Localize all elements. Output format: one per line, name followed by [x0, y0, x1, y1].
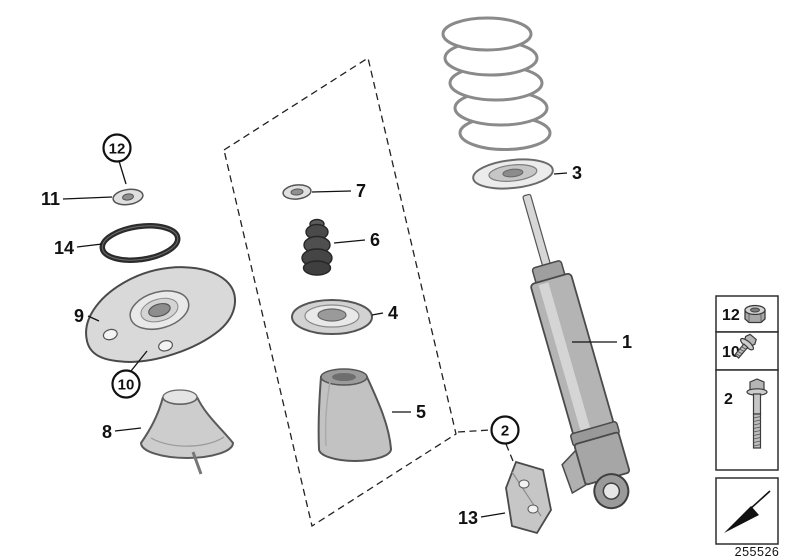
washer-middle — [282, 184, 312, 200]
legend-row-flange-bolt[interactable]: 10 — [715, 331, 779, 371]
callout-11[interactable]: 11 — [41, 189, 60, 209]
callout-3[interactable]: 3 — [572, 163, 582, 183]
lock-nut-icon — [744, 304, 766, 324]
callout-12-label: 12 — [109, 141, 126, 158]
assembly-boundary — [223, 56, 514, 528]
callout-2-label: 2 — [501, 423, 509, 440]
legend-label-flange-bolt: 10 — [722, 344, 740, 361]
washer-upper — [112, 188, 144, 206]
spring-pad — [472, 158, 554, 190]
spring-seat-cup — [139, 389, 235, 475]
callout-10-label: 10 — [118, 377, 135, 394]
bump-stop — [301, 218, 333, 276]
callout-1[interactable]: 1 — [622, 332, 632, 352]
shock-absorber — [522, 193, 631, 510]
support-bracket — [505, 460, 552, 535]
callout-4[interactable]: 4 — [388, 303, 398, 323]
callout-7[interactable]: 7 — [356, 181, 366, 201]
callout-14[interactable]: 14 — [54, 238, 74, 258]
callout-2[interactable]: 2 — [490, 415, 520, 445]
parts-legend: 12 10 2 — [715, 295, 779, 545]
support-bearing-plate — [85, 266, 236, 363]
callout-5[interactable]: 5 — [416, 402, 426, 422]
callout-12[interactable]: 12 — [102, 133, 132, 163]
callout-6[interactable]: 6 — [370, 230, 380, 250]
legend-label-hex-bolt: 2 — [724, 391, 733, 408]
legend-direction-box — [715, 477, 779, 545]
protective-sleeve — [317, 368, 393, 462]
callout-13[interactable]: 13 — [458, 508, 478, 528]
leader-lines — [62, 160, 617, 518]
callout-8[interactable]: 8 — [102, 422, 112, 442]
flange-bolt-icon — [733, 333, 757, 359]
doc-number: 255526 — [735, 545, 780, 559]
gasket-ring — [99, 223, 181, 263]
callout-10[interactable]: 10 — [111, 369, 141, 399]
legend-label-nut: 12 — [722, 307, 740, 324]
legend-row-hex-bolt[interactable]: 2 — [715, 369, 779, 471]
coil-spring — [441, 16, 552, 151]
seal-ring — [291, 299, 373, 335]
hex-bolt-icon — [746, 378, 768, 449]
direction-arrow-icon — [724, 490, 771, 533]
legend-row-nut[interactable]: 12 — [715, 295, 779, 333]
callout-9[interactable]: 9 — [74, 306, 84, 326]
